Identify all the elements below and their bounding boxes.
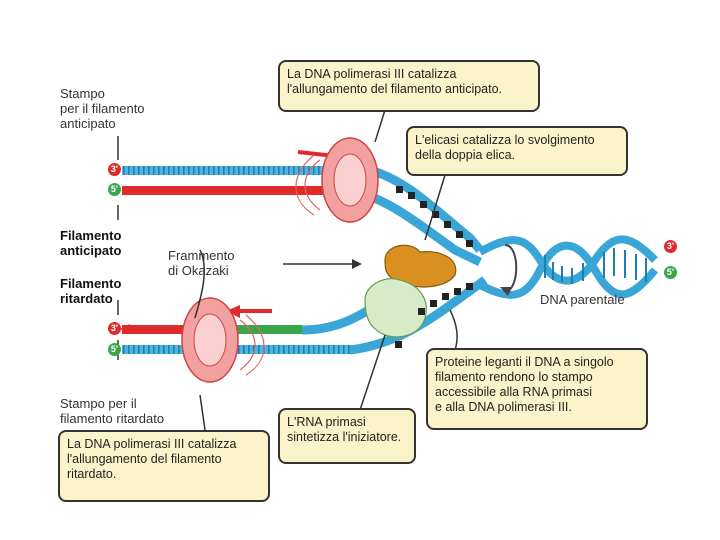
label-dna-parentale: DNA parentale (540, 292, 625, 307)
callout-proteine-leganti: Proteine leganti il DNA a singolo filame… (426, 348, 648, 430)
lagging-new-strand (122, 325, 212, 334)
leading-new-strand (122, 186, 352, 195)
callout-elicasi: L'elicasi catalizza lo svolgimento della… (406, 126, 628, 176)
polymerase-lagging (181, 297, 265, 383)
label-filamento-ritardato: Filamento ritardato (60, 276, 122, 306)
polymerase-leading (295, 137, 379, 223)
label-frammento-okazaki: Frammento di Okazaki (168, 248, 235, 278)
right-5prime-marker: 5' (664, 266, 677, 279)
unwinding-arrowhead (500, 287, 512, 296)
leading-template-strand (122, 166, 372, 175)
top-left-5prime-marker: 5' (108, 183, 121, 196)
lagging-left-arrowhead (120, 324, 130, 334)
ssb-proteins (395, 186, 473, 348)
helicase (384, 244, 457, 288)
okazaki-pointer-head (352, 259, 362, 269)
unwinding-arrow (504, 244, 518, 293)
lagging-new-arrowhead (226, 305, 240, 318)
bottom-left-5prime-marker: 5' (108, 343, 121, 356)
label-filamento-anticipato: Filamento anticipato (60, 228, 122, 258)
leading-template-curve (368, 165, 484, 253)
parental-helix (478, 235, 659, 299)
okazaki-fragment (212, 325, 302, 334)
label-stampo-ritardato: Stampo per il filamento ritardato (60, 396, 165, 426)
bottom-left-3prime-marker: 3' (108, 322, 121, 335)
top-left-3prime-marker: 3' (108, 163, 121, 176)
label-stampo-anticipato: Stampo per il filamento anticipato (60, 86, 145, 131)
right-3prime-marker: 3' (664, 240, 677, 253)
callout-polimerasi-anticipato: La DNA polimerasi III catalizza l'allung… (278, 60, 540, 112)
primase (364, 278, 427, 338)
callout-rna-primasi: L'RNA primasi sintetizza l'iniziatore. (278, 408, 416, 464)
callout-polimerasi-ritardato: La DNA polimerasi III catalizza l'allung… (58, 430, 270, 502)
